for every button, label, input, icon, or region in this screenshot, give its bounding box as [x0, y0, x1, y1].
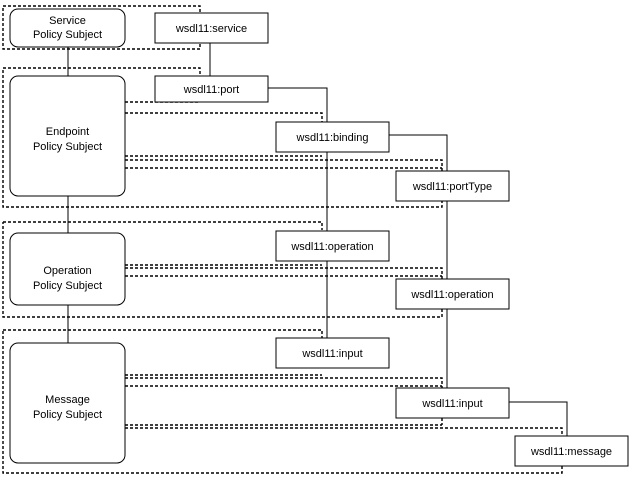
operation-policy-subject: Operation Policy Subject — [9, 232, 126, 306]
element-label: wsdl11:port — [183, 84, 239, 96]
port-binding-link — [268, 87, 328, 122]
element-label: wsdl11:operation — [290, 241, 373, 253]
wsdl-porttype-input-element: wsdl11:input — [395, 387, 510, 419]
wsdl-service-element: wsdl11:service — [154, 12, 269, 44]
message-policy-subject: Message Policy Subject — [9, 342, 126, 464]
subject-label-line-1: Message — [45, 394, 90, 406]
element-label: wsdl11:service — [175, 23, 247, 35]
service-scope-outline — [2, 5, 201, 50]
element-label: wsdl11:message — [530, 446, 612, 458]
message-scope-outline — [2, 329, 563, 474]
wsdl-porttype-element: wsdl11:portType — [395, 170, 510, 202]
binding-porttype-link — [389, 134, 448, 171]
input-message-link — [508, 401, 568, 436]
subject-label-line-2: Policy Subject — [33, 280, 102, 292]
wsdl-binding-input-element: wsdl11:input — [275, 337, 390, 369]
element-label: wsdl11:portType — [412, 181, 492, 193]
wsdl-binding-element: wsdl11:binding — [275, 121, 390, 153]
wsdl-binding-operation-element: wsdl11:operation — [275, 230, 390, 262]
subject-label-line-2: Policy Subject — [33, 409, 102, 421]
element-label: wsdl11:input — [421, 398, 482, 410]
endpoint-policy-subject: Endpoint Policy Subject — [9, 75, 126, 197]
subject-label-line-1: Endpoint — [46, 126, 89, 138]
wsdl-port-element: wsdl11:port — [154, 75, 269, 103]
service-policy-subject: Service Policy Subject — [9, 8, 126, 48]
element-label: wsdl11:binding — [296, 132, 369, 144]
subject-label-line-1: Service — [49, 15, 86, 27]
subject-label-line-2: Policy Subject — [33, 29, 102, 41]
wsdl-porttype-operation-element: wsdl11:operation — [395, 278, 510, 310]
element-label: wsdl11:input — [301, 348, 362, 360]
operation-scope-outline — [2, 221, 443, 318]
subject-label-line-2: Policy Subject — [33, 141, 102, 153]
element-label: wsdl11:operation — [410, 289, 493, 301]
subject-label-line-1: Operation — [43, 265, 91, 277]
wsdl-message-element: wsdl11:message — [514, 435, 629, 467]
